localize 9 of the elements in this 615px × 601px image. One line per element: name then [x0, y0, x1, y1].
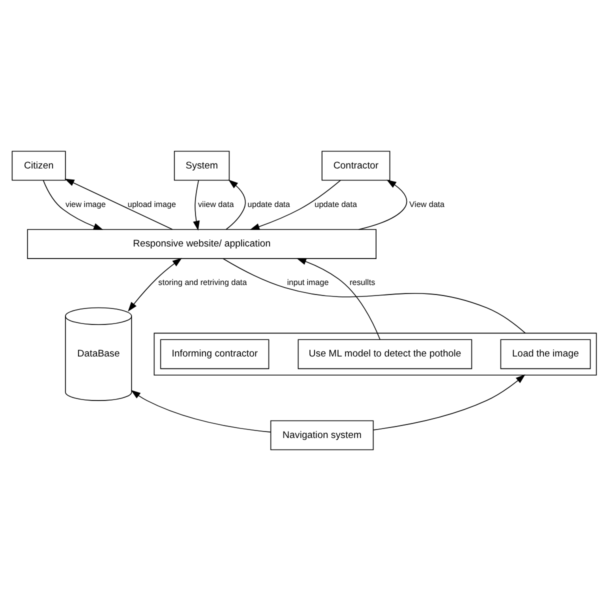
- edge-label: update data: [314, 200, 357, 209]
- edge-label: storing and retriving data: [158, 278, 247, 288]
- edge-label: viiew data: [198, 200, 234, 209]
- edge-label: input image: [287, 278, 329, 288]
- edge-label: View data: [409, 200, 445, 209]
- edge-label: update data: [248, 200, 290, 209]
- edge-label: view image: [65, 200, 106, 209]
- edge-label: resullts: [350, 278, 376, 288]
- edge-label: upload image: [128, 200, 176, 209]
